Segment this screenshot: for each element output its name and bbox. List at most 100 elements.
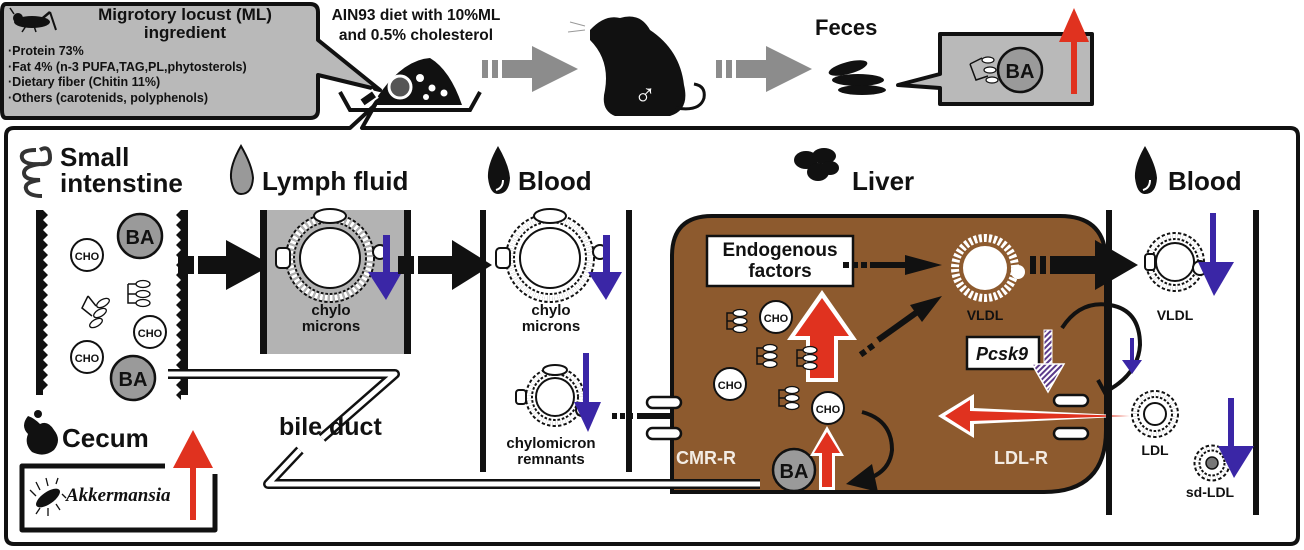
liver-ba-increase-arrow [810,426,844,490]
bile-duct [168,369,760,489]
lymph-chylomicron-label: chylo microns [296,303,366,335]
pcsk9-box [965,335,1041,371]
lymph-chylo-line1: chylo [311,302,351,319]
blood1-heading: Blood [518,166,592,196]
blood2-ldl [1131,390,1179,438]
diet-label: AIN93 diet with 10%ML and 0.5% cholester… [316,6,516,46]
intestine-wall-left [36,210,48,395]
lymph-droplet-icon [229,144,255,196]
akkermansia-increase-arrow [173,430,213,520]
male-symbol: ♂ [634,78,657,111]
feces-label: Feces [815,15,878,40]
ldl-receptor-icon [1052,393,1090,441]
blood2-ldl-label: LDL [1141,442,1169,458]
ldl-r-label: LDL-R [994,448,1048,468]
intestine-molecules [70,212,167,402]
blood1-remnant-line1: chylomicron [506,435,596,452]
flow-arrow-mouse-to-feces [716,46,812,92]
lymph-chylomicron [275,208,388,303]
blood1-chylo-line2: microns [521,317,581,335]
blood2-vldl-label: VLDL [1157,307,1194,323]
liver-vldl [951,234,1025,302]
liver-heading: Liver [852,166,915,196]
pcsk9-label: Pcsk9 [976,344,1028,364]
arrow-cho-to-ba [846,410,895,492]
liver-vldl-label: VLDL [967,307,1004,323]
blood1-chylomicron-label: chylo microns [516,303,586,335]
intestine-ba-2: BA [119,369,148,391]
locust-icon [9,7,57,33]
feces-icon [828,60,886,95]
blood2-ldl-decrease-arrow [1218,398,1254,478]
akkermansia-label: Akkermansia [66,485,171,506]
ingredient-title-line1: Migrotory locust (ML) [98,5,272,24]
food-dish-icon [338,58,482,112]
intestine-cho-2: CHO [138,328,163,340]
feces-ba-increase-arrow [1059,8,1089,94]
cmr-r-label: CMR-R [676,448,736,468]
lymph-chylo-line2: microns [301,317,361,335]
arrow-cho-to-vldl [858,296,942,358]
ingredient-item: ·Dietary fiber (Chitin 11%) [8,75,161,89]
liver-cho-1: CHO [764,313,789,325]
cecum-heading: Cecum [62,423,149,453]
blood2-vldl-decrease-arrow [1198,213,1234,296]
ingredient-title: Migrotory locust (ML) ingredient [60,6,310,42]
small-intestine-line2: intenstine [60,168,183,198]
ingredient-title-line2: ingredient [143,22,227,42]
endogenous-increase-arrow [787,290,857,382]
ingredient-list: ·Protein 73% ·Fat 4% (n-3 PUFA,TAG,PL,ph… [8,44,247,106]
ingredient-item: ·Others (carotenids, polyphenols) [8,90,209,105]
blood2-droplet-icon [1134,146,1157,194]
endogenous-line2: factors [748,261,812,282]
small-intestine-line1: Small [60,142,130,172]
intestine-cho-1: CHO [75,251,100,263]
flow-arrow-intestine-to-lymph [178,240,272,290]
ingredient-item: ·Protein 73% [8,44,84,58]
intestine-cho-3: CHO [75,353,100,365]
liver-icon [794,148,839,181]
bacterium-icon [29,477,67,516]
ingredient-box [0,2,382,120]
flow-arrow-diet-to-mouse [482,46,578,92]
blood2-ldlr-decrease-arrow [1122,338,1142,374]
feces-ba-label: BA [1006,61,1035,83]
endogenous-line1: Endogenous [722,240,838,261]
liver-cho-2: CHO [718,380,743,392]
endogenous-factors-box [705,234,855,288]
blood2-sdldl-label: sd-LDL [1186,484,1235,500]
blood1-column [480,210,632,472]
endogenous-factors-label: Endogenous factors [707,240,853,282]
intestine-ba-1: BA [126,227,155,249]
flow-arrow-liver-to-blood [1030,240,1138,290]
blood1-remnant [515,364,589,427]
lymph-chylomicron-decrease-arrow [368,235,402,300]
cecum-box [19,463,218,533]
diet-label-line1: AIN93 diet with 10%ML [331,7,501,24]
liver-ba-label: BA [780,461,809,483]
cecum-icon [24,410,58,455]
liver-molecules [713,300,845,493]
blood1-chylomicron-decrease-arrow [588,235,622,300]
small-intestine-heading: Small intenstine [60,144,183,196]
arrow-endogenous-to-vldl [843,255,942,275]
ldl-uptake-increase-arrow [938,394,1138,438]
mouse-icon [567,16,706,116]
lymph-heading: Lymph fluid [262,166,409,196]
blood1-chylomicron [495,208,608,303]
blood2-heading: Blood [1168,166,1242,196]
diet-label-line2: and 0.5% cholesterol [338,27,494,44]
blood2-column [1106,210,1259,515]
liver-cho-3: CHO [816,404,841,416]
feces-ba-box [896,32,1094,106]
blood1-remnant-line2: remnants [517,450,585,468]
pcsk9-decrease-arrow [1030,329,1066,394]
cmr-receptor-icon [645,395,683,441]
intestine-icon [19,146,53,198]
ingredient-item: ·Fat 4% (n-3 PUFA,TAG,PL,phytosterols) [8,59,247,74]
bile-duct-label: bile duct [279,413,382,441]
blood1-remnant-decrease-arrow [574,353,601,432]
blood1-remnant-label: chylomicron remnants [496,436,606,468]
blood1-droplet-icon [487,146,510,194]
